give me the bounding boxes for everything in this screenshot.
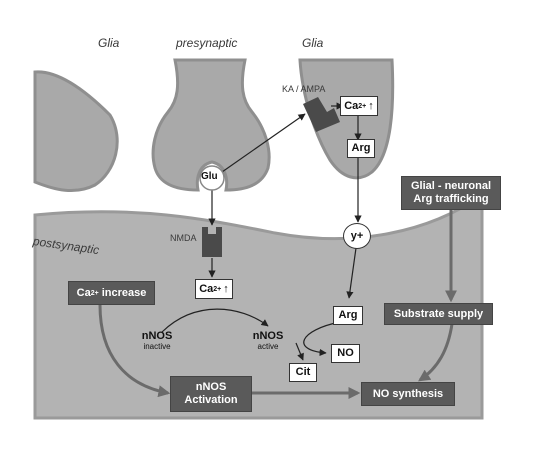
- ka-ampa-label: KA / AMPA: [282, 84, 326, 94]
- ca-increase-suffix: increase: [98, 286, 147, 299]
- ca-glia-charge: 2+: [358, 102, 367, 110]
- up-arrow-icon: ↑: [368, 99, 374, 112]
- ca-post-text: Ca: [199, 282, 214, 295]
- glu-vesicle: [199, 165, 225, 191]
- arrow-substrate-to-no-synthesis: [418, 323, 454, 382]
- nnos-inactive: nNOS inactive: [134, 330, 180, 352]
- arrow-glu-to-ka-ampa: [221, 113, 306, 173]
- ca-post-charge: 2+: [213, 285, 222, 293]
- nnos-activation-box: nNOS Activation: [170, 376, 252, 412]
- arrow-yplus-to-arg: [346, 247, 357, 299]
- presynaptic-label: presynaptic: [176, 36, 238, 50]
- ka-ampa-receptor: [303, 97, 340, 132]
- nmda-receptor: [202, 227, 222, 257]
- nnos-inactive-sub: inactive: [143, 342, 171, 351]
- ca-increase-charge: 2+: [90, 289, 99, 297]
- arrow-nnos-inactive-to-active: [161, 308, 269, 333]
- arrow-arg-to-no: [303, 321, 341, 357]
- nnos-active: nNOS active: [245, 330, 291, 352]
- nmda-label: NMDA: [170, 233, 197, 243]
- no-box: NO: [331, 344, 360, 363]
- arg-glia-box: Arg: [347, 139, 375, 158]
- arg-post-box: Arg: [333, 306, 363, 325]
- glial-neuronal-trafficking-box: Glial - neuronal Arg trafficking: [401, 176, 501, 210]
- substrate-supply-box: Substrate supply: [384, 303, 493, 325]
- y-plus-transporter: y+: [343, 223, 371, 249]
- nnos-active-title: nNOS: [252, 330, 284, 342]
- cit-box: Cit: [289, 363, 317, 382]
- glia-left-label: Glia: [98, 36, 120, 50]
- no-synthesis-box: NO synthesis: [361, 382, 455, 406]
- glu-label: Glu: [201, 171, 218, 182]
- presynaptic-terminal: [151, 58, 271, 192]
- ca-glia-text: Ca: [344, 99, 359, 112]
- glia-right-label: Glia: [302, 36, 324, 50]
- glia-left-cell: [33, 70, 119, 192]
- nnos-inactive-title: nNOS: [141, 330, 173, 342]
- arrow-to-cit: [295, 342, 304, 361]
- up-arrow-icon: ↑: [223, 282, 229, 295]
- arrow-ca-increase-to-nnos-activation: [98, 304, 171, 398]
- nnos-active-sub: active: [257, 342, 279, 351]
- postsynaptic-cell: [33, 192, 484, 420]
- ca-increase-prefix: Ca: [76, 286, 91, 299]
